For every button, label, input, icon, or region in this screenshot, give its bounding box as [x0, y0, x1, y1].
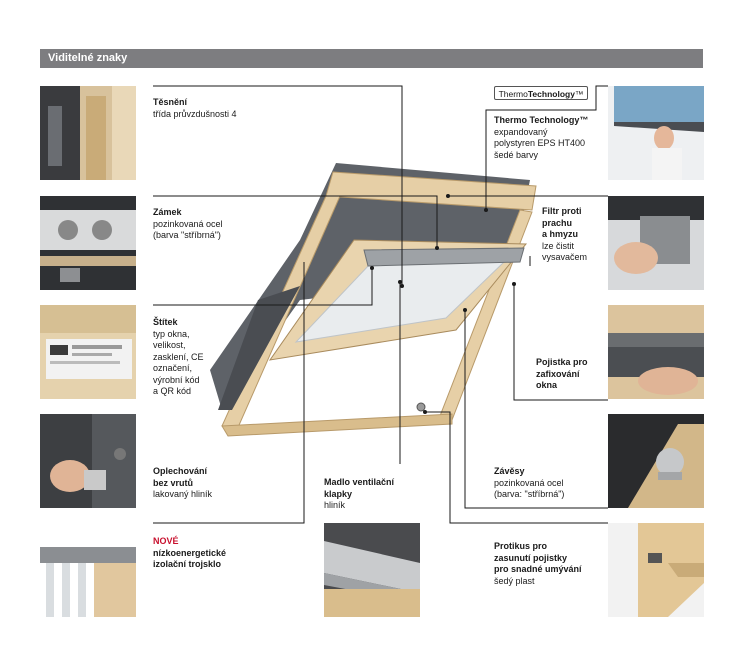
photo-hinges — [608, 414, 704, 508]
label-pojistka: Pojistka pro zafixování okna — [536, 357, 588, 390]
photo-seal — [40, 86, 136, 180]
photo-thermo — [608, 86, 704, 180]
label-thermo: Thermo Technology™ expandovaný polystyre… — [494, 115, 589, 160]
new-badge: NOVÉ — [153, 536, 179, 546]
photo-vent-handle — [324, 523, 420, 617]
label-stitek: Štítek typ okna, velikost, zasklení, CE … — [153, 317, 204, 396]
photo-flashing — [40, 414, 136, 508]
photo-lock — [40, 196, 136, 290]
photo-lock-pin — [608, 305, 704, 399]
label-trojsklo: NOVÉ nízkoenergetické izolační trojsklo — [153, 536, 227, 569]
label-madlo: Madlo ventilační klapky hliník — [324, 477, 395, 510]
label-filtr: Filtr proti prachu a hmyzu lze čistit vy… — [542, 206, 588, 262]
thermo-technology-badge: ThermoTechnology™ — [494, 86, 588, 100]
section-header: Viditelné znaky — [40, 49, 703, 68]
photo-triple-glazing — [40, 523, 136, 617]
photo-filter — [608, 196, 704, 290]
label-zamek: Zámek pozinkovaná ocel (barva "stříbrná"… — [153, 207, 223, 240]
label-zavesy: Závěsy pozinkovaná ocel (barva: "stříbrn… — [494, 466, 565, 499]
label-tesneni: Těsnění třída průvzdušnosti 4 — [153, 97, 237, 119]
photo-counterpart — [608, 523, 704, 617]
label-oplechovani: Oplechování bez vrutů lakovaný hliník — [153, 466, 213, 499]
label-protikus: Protikus pro zasunutí pojistky pro snadn… — [494, 541, 582, 586]
photo-label-plate — [40, 305, 136, 399]
